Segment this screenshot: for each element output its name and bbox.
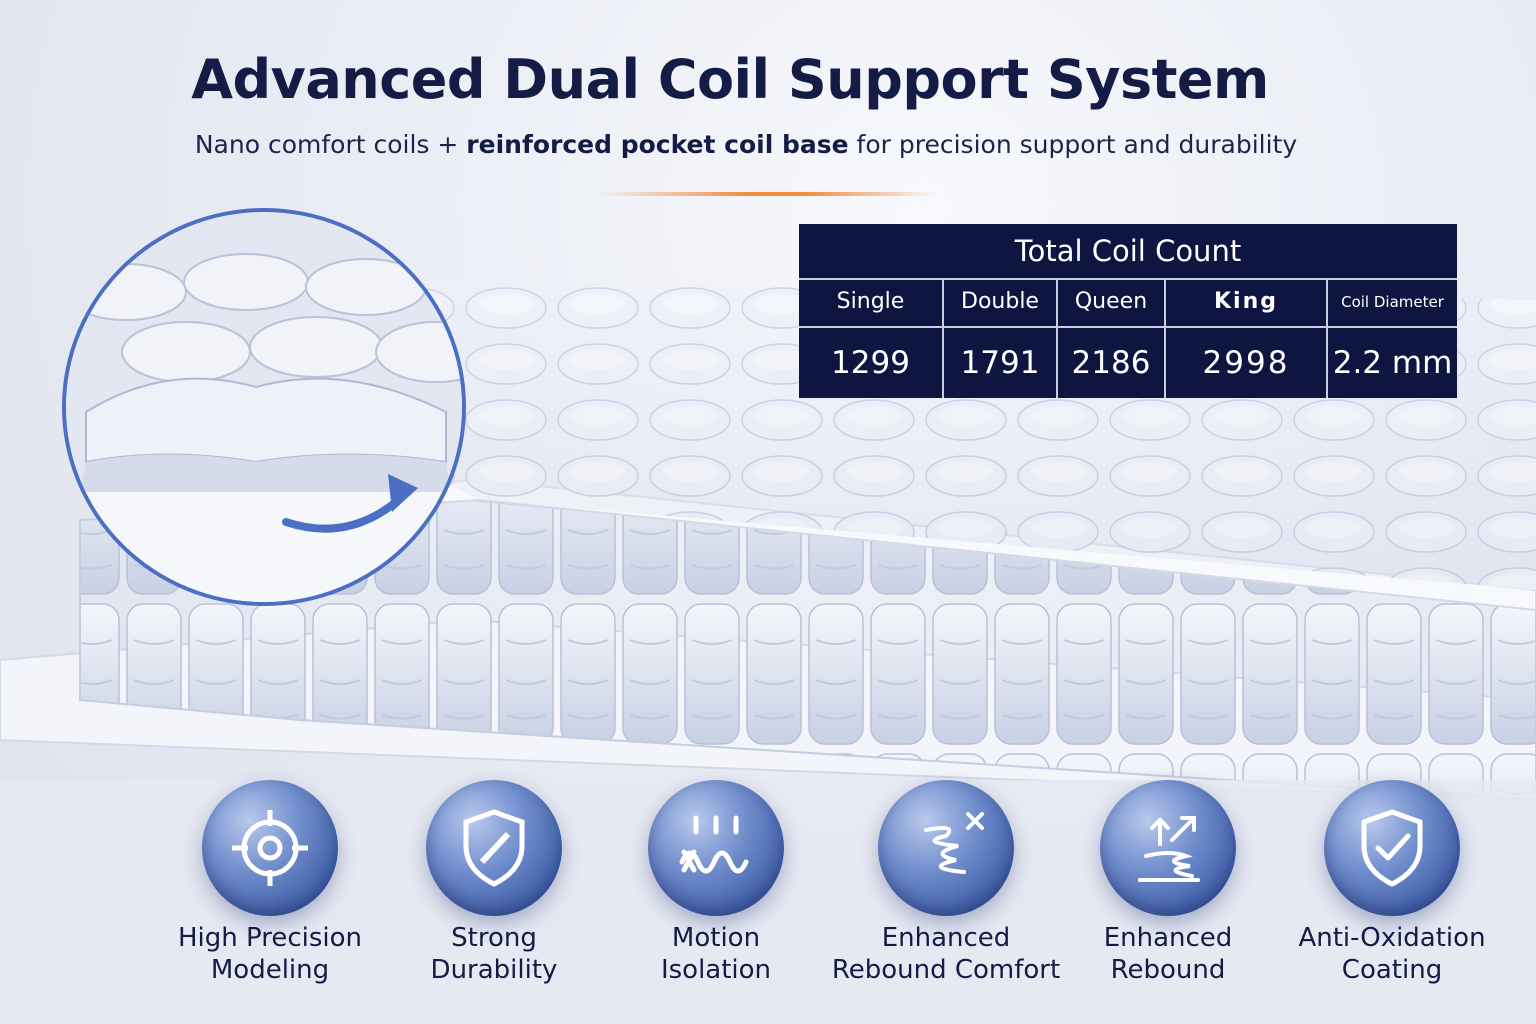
- feature-label-line1: Strong: [451, 923, 537, 953]
- table-column-divider: [942, 278, 944, 398]
- table-column-divider: [1164, 278, 1166, 398]
- column-header-double: Double: [961, 289, 1039, 314]
- column-header-queen: Queen: [1074, 289, 1148, 314]
- feature-strong-durability: Strong Durability: [374, 780, 614, 986]
- feature-label-line2: Rebound Comfort: [831, 955, 1061, 985]
- rebound-arrows-icon: [1100, 780, 1236, 916]
- table-column-divider: [1056, 278, 1058, 398]
- page-title: Advanced Dual Coil Support System: [191, 48, 1269, 111]
- feature-motion-isolation: Motion Isolation: [596, 780, 836, 986]
- subtitle-emphasis: reinforced pocket coil base: [466, 130, 849, 159]
- feature-label-line1: Enhanced: [881, 923, 1011, 953]
- column-header-single: Single: [836, 289, 905, 314]
- table-title: Total Coil Count: [1014, 234, 1242, 268]
- feature-label-line2: Durability: [430, 955, 558, 985]
- feature-label-line1: High Precision: [177, 923, 363, 953]
- feature-high-precision: High Precision Modeling: [150, 780, 390, 986]
- value-queen: 2186: [1071, 345, 1151, 381]
- target-icon: [202, 780, 338, 916]
- value-king: 2998: [1202, 345, 1290, 381]
- nano-coil-closeup: [66, 212, 462, 602]
- shield-icon: [426, 780, 562, 916]
- value-single: 1299: [831, 345, 910, 381]
- table-divider: [799, 278, 1457, 280]
- column-header-king: King: [1214, 289, 1278, 314]
- shield-check-icon: [1324, 780, 1460, 916]
- table-column-divider: [1326, 278, 1328, 398]
- zoom-detail-circle: [62, 208, 466, 606]
- subtitle-prefix: Nano comfort coils +: [194, 130, 467, 159]
- accent-divider: [598, 192, 938, 196]
- feature-enhanced-rebound-comfort: Enhanced Rebound Comfort: [826, 780, 1066, 986]
- page-subtitle: Nano comfort coils + reinforced pocket c…: [0, 130, 1492, 159]
- coil-count-table: Total Coil Count Single Double Queen Kin…: [799, 224, 1457, 398]
- table-divider: [799, 326, 1457, 328]
- spring-icon: [878, 780, 1014, 916]
- feature-label-line2: Isolation: [660, 955, 772, 985]
- wave-icon: [648, 780, 784, 916]
- feature-label-line1: Enhanced: [1103, 923, 1233, 953]
- feature-label-line1: Anti-Oxidation: [1298, 923, 1486, 953]
- feature-label-line2: Coating: [1341, 955, 1443, 985]
- value-double: 1791: [960, 345, 1040, 381]
- value-coil-diameter: 2.2 mm: [1332, 345, 1453, 381]
- feature-label-line2: Modeling: [210, 955, 330, 985]
- feature-label-line2: Rebound: [1110, 955, 1226, 985]
- feature-enhanced-rebound: Enhanced Rebound: [1048, 780, 1288, 986]
- feature-anti-oxidation-coating: Anti-Oxidation Coating: [1272, 780, 1512, 986]
- column-header-coil-diameter: Coil Diameter: [1341, 293, 1444, 311]
- feature-label-line1: Motion: [671, 923, 761, 953]
- subtitle-suffix: for precision support and durability: [848, 130, 1298, 159]
